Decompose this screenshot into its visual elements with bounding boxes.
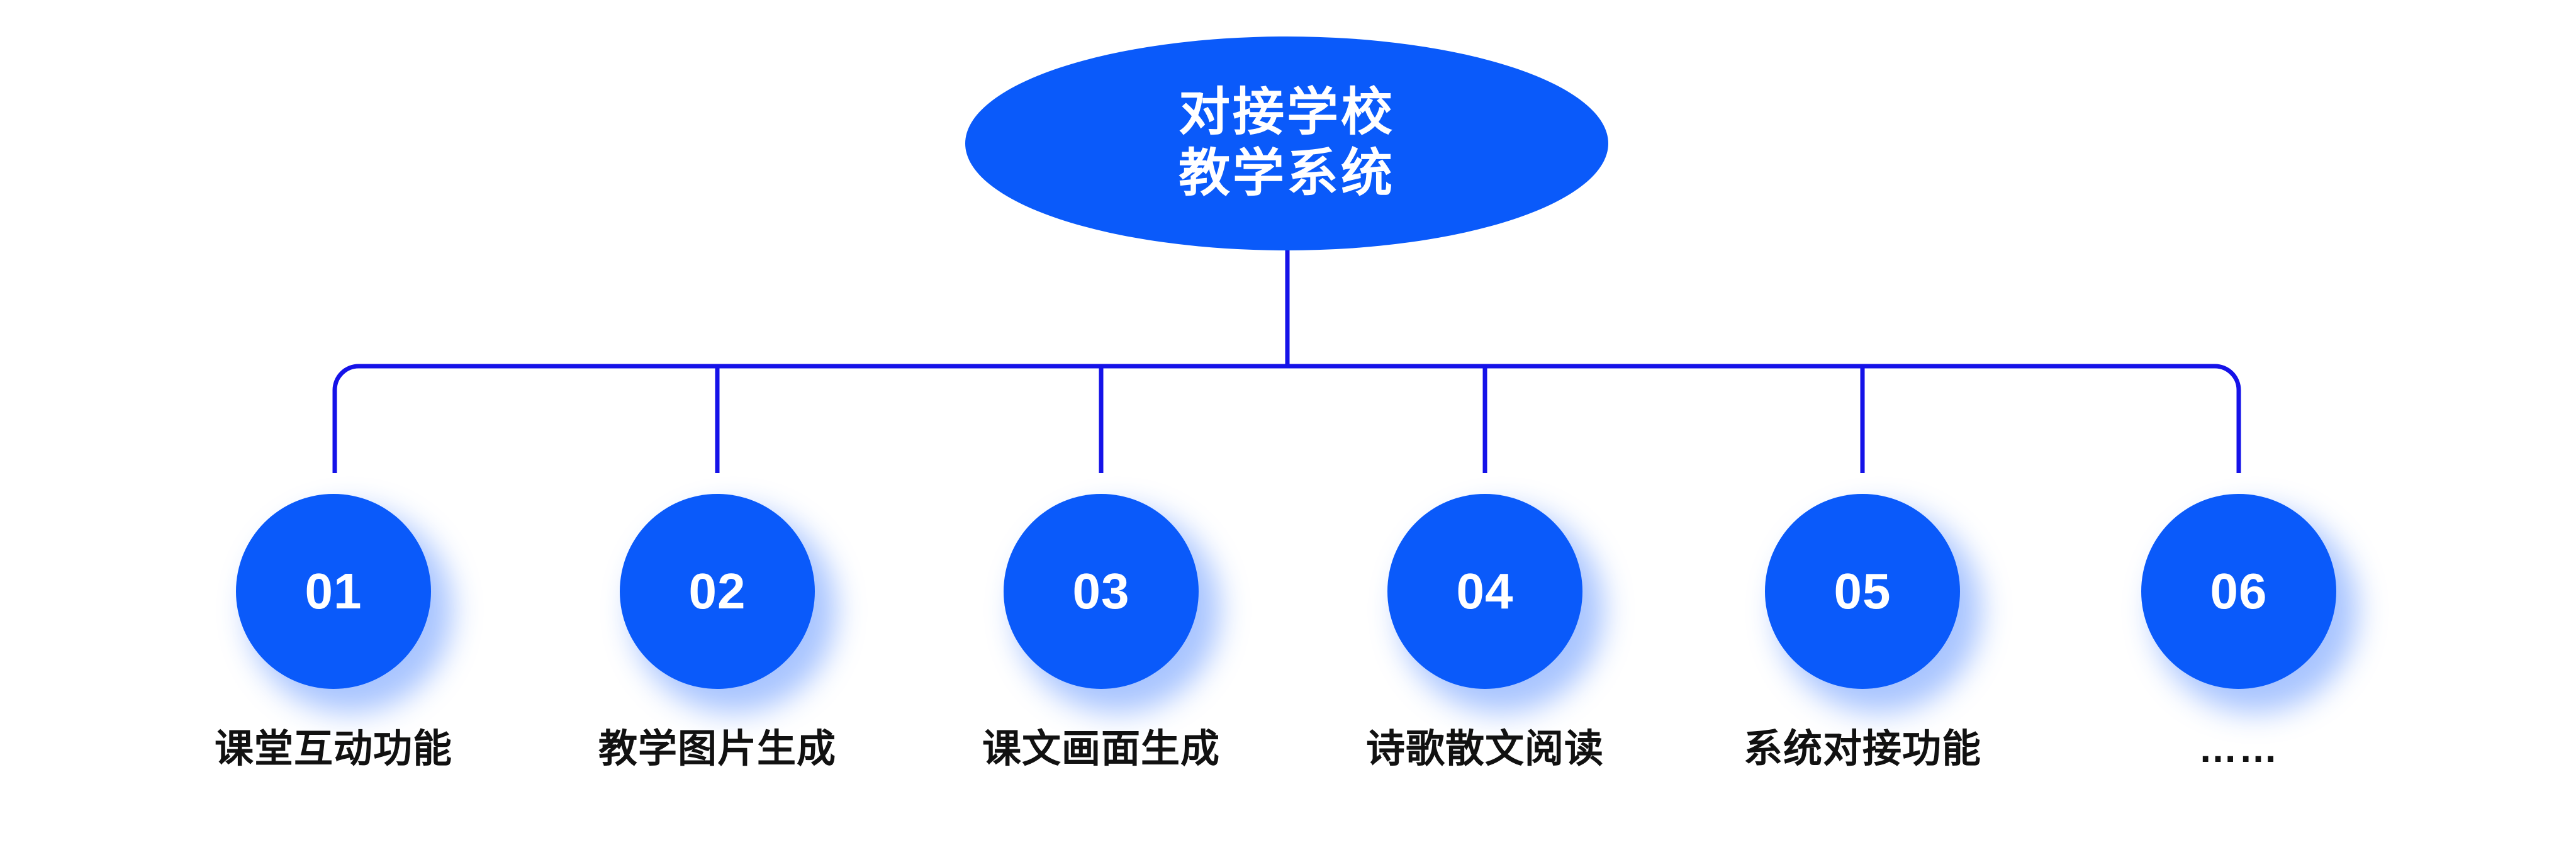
leaf-circle-06[interactable]: 06 [2141, 494, 2336, 689]
leaf-node-01[interactable]: 01 课堂互动功能 [215, 494, 452, 769]
leaf-number-01: 01 [305, 563, 362, 619]
root-node-label: 对接学校 教学系统 [1178, 84, 1395, 202]
leaf-label-04: 诗歌散文阅读 [1365, 727, 1604, 771]
leaf-node-03[interactable]: 03 课文画面生成 [982, 494, 1219, 769]
leaf-label-03: 课文画面生成 [982, 727, 1221, 771]
leaf-circle-02[interactable]: 02 [620, 494, 815, 689]
leaf-number-05: 05 [1834, 563, 1891, 619]
leaf-circle-01[interactable]: 01 [236, 494, 431, 689]
leaf-circle-04[interactable]: 04 [1387, 494, 1582, 689]
leaf-node-02[interactable]: 02 教学图片生成 [598, 494, 836, 769]
leaf-label-02: 教学图片生成 [598, 727, 837, 771]
leaf-number-03: 03 [1072, 563, 1130, 619]
leaf-circle-05[interactable]: 05 [1765, 494, 1960, 689]
leaf-number-04: 04 [1456, 563, 1514, 619]
leaf-label-05: 系统对接功能 [1743, 727, 1982, 771]
leaf-number-06: 06 [2210, 563, 2268, 619]
connector-bus [332, 364, 2241, 473]
root-node-ellipse[interactable]: 对接学校 教学系统 [965, 36, 1608, 250]
leaf-circle-03[interactable]: 03 [1004, 494, 1199, 689]
leaf-label-06: …… [2198, 727, 2279, 771]
leaf-label-01: 课堂互动功能 [214, 727, 453, 771]
leaf-node-06[interactable]: 06 …… [2141, 494, 2336, 769]
leaf-node-05[interactable]: 05 系统对接功能 [1744, 494, 1981, 769]
leaf-number-02: 02 [688, 563, 746, 619]
leaf-node-04[interactable]: 04 诗歌散文阅读 [1366, 494, 1603, 769]
